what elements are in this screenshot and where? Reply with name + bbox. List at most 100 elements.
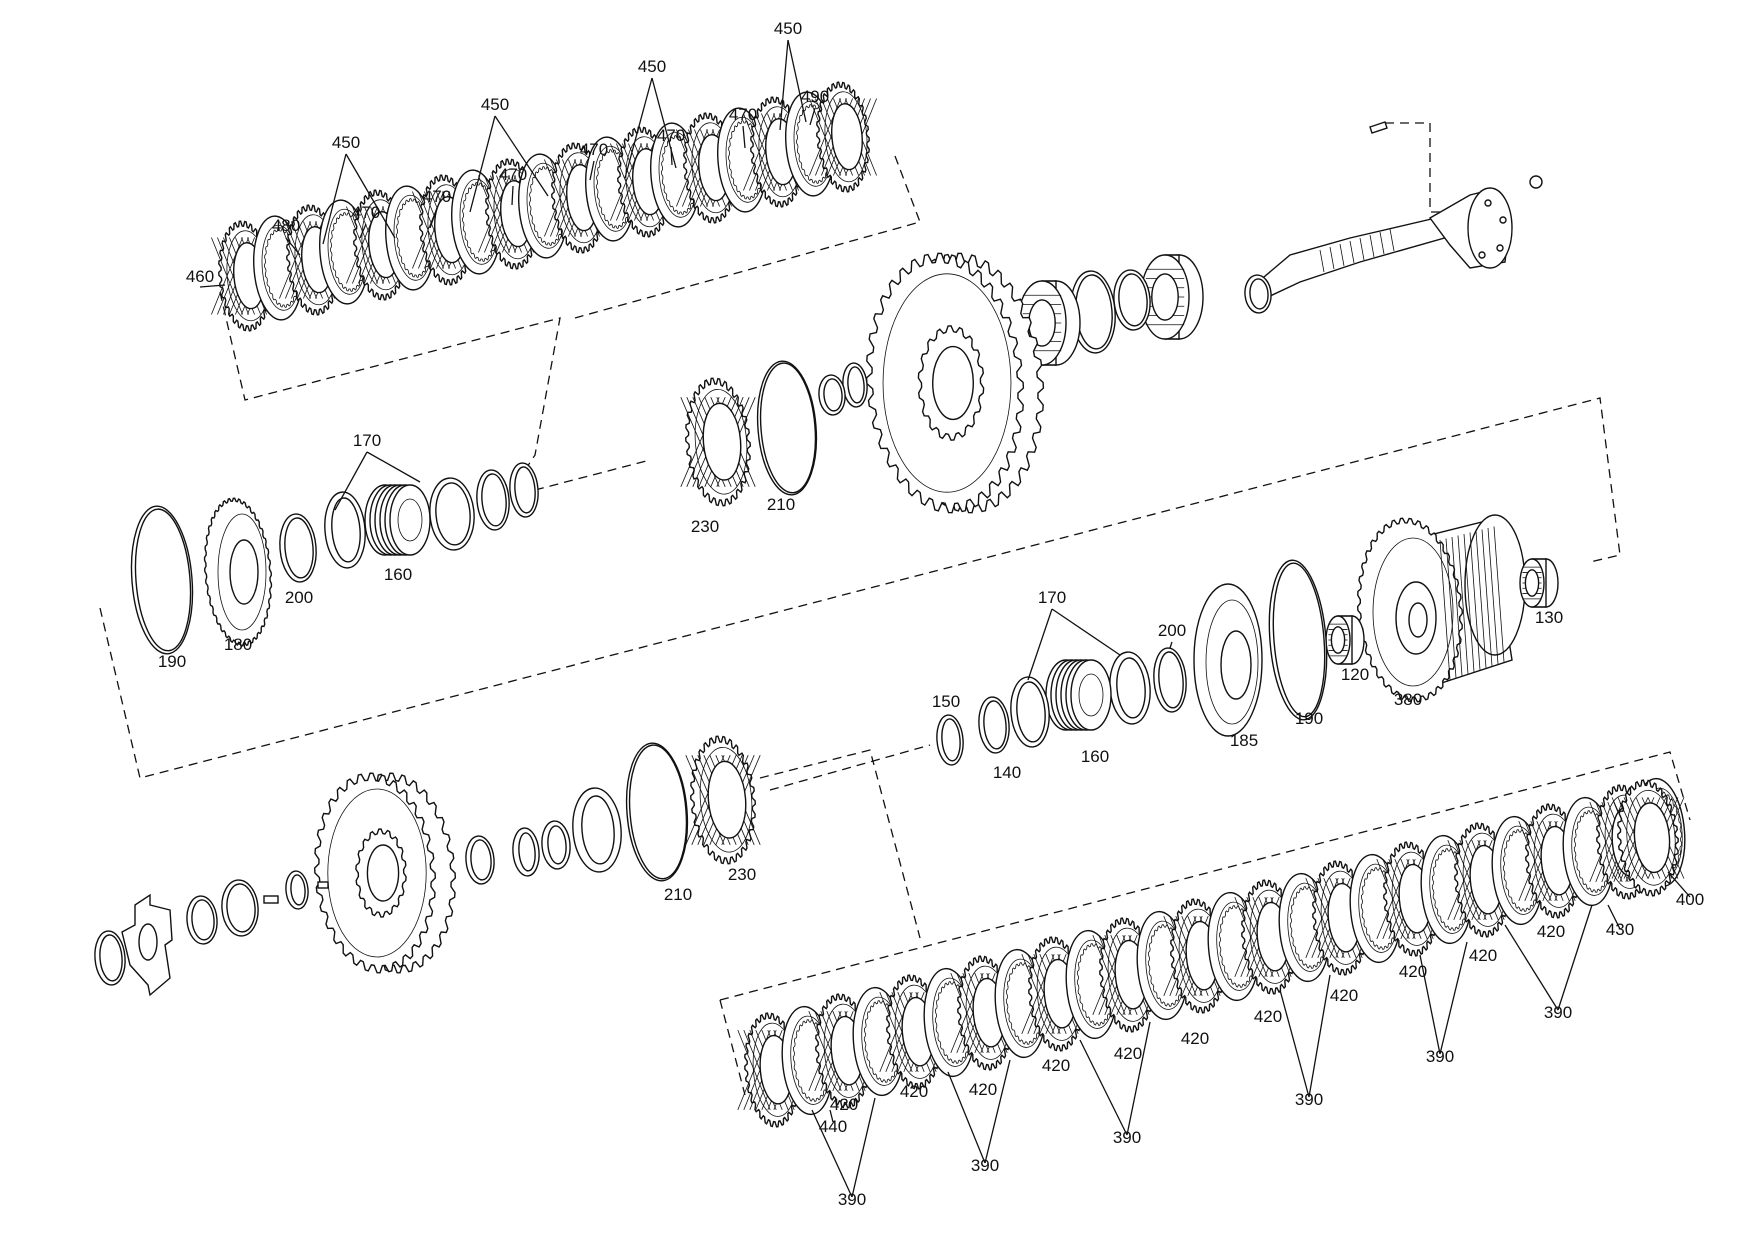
part-label-420: 420: [830, 1095, 858, 1114]
piston-spring-160a: [364, 484, 431, 556]
drum-face: [1372, 537, 1454, 687]
part-label-420: 420: [969, 1080, 997, 1099]
seal-ring-190b: [1268, 559, 1328, 721]
spacer-ring-upper-b-inner: [1118, 273, 1148, 327]
part-label-140: 140: [993, 763, 1021, 782]
washer-lower-b-inner: [191, 899, 215, 941]
thrust-ring-upper: [1070, 270, 1116, 354]
drum-spline: [1481, 529, 1493, 667]
circlip-210-upper-inner: [759, 362, 817, 494]
frame-top-pack-upper: [574, 155, 921, 319]
snap-ring-140-inner: [983, 700, 1007, 750]
part-label-185: 185: [1230, 731, 1258, 750]
seal-ring-190a: [130, 505, 194, 655]
part-label-150: 150: [932, 692, 960, 711]
part-label-420: 420: [1254, 1007, 1282, 1026]
washer-lower-a: [221, 879, 259, 937]
end-plate-230-lower-face: [699, 747, 753, 853]
part-label-120: 120: [1341, 665, 1369, 684]
drum-spline: [1457, 535, 1469, 675]
part-label-390: 390: [1113, 1128, 1141, 1147]
part-label-400: 400: [1676, 890, 1704, 909]
part-label-420: 420: [1042, 1056, 1070, 1075]
snap-ring-shaft: [1244, 274, 1272, 314]
part-label-420: 420: [1114, 1044, 1142, 1063]
top-pack-friction-disc-18-bore: [831, 103, 863, 171]
part-label-450: 450: [638, 57, 666, 76]
washer-lower-a-inner: [226, 883, 256, 933]
spring-retainer-170a: [324, 491, 366, 569]
part-label-230: 230: [728, 865, 756, 884]
part-label-420: 420: [1330, 986, 1358, 1005]
frame-bottom-pack: [719, 751, 1691, 1001]
assembly-boundary-lines: [99, 122, 1691, 1096]
leader-line: [1308, 974, 1331, 1098]
leader-line: [1419, 954, 1441, 1055]
part-label-420: 420: [1537, 922, 1565, 941]
shaft-spline: [1319, 249, 1325, 273]
part-label-420: 420: [1399, 962, 1427, 981]
piston-spring-160a-bore: [397, 498, 423, 542]
thrust-washer-lower-b: [512, 827, 540, 877]
spacer-lower-inner: [470, 839, 492, 881]
driven-gear-upper: [865, 252, 1045, 514]
part-label-190: 190: [1295, 709, 1323, 728]
leader-line: [779, 39, 789, 131]
part-label-480: 480: [272, 216, 300, 235]
flange-bolt-hole: [1496, 244, 1504, 252]
shaft-spline: [1369, 234, 1375, 258]
driven-gear-upper-bore: [932, 345, 974, 421]
snap-ring-mid-b-inner: [481, 473, 507, 527]
snap-ring-lower-inner: [290, 874, 306, 906]
part-label-450: 450: [332, 133, 360, 152]
leader-line: [742, 125, 746, 149]
driven-gear-upper-rim: [882, 273, 1012, 493]
top-pack-steel-plate-1-inner-teeth: [264, 228, 300, 308]
leader-lines: [199, 39, 1691, 1198]
drum-spline: [1451, 536, 1463, 677]
needle-bearing-120-bore: [1330, 626, 1346, 654]
part-label-420: 420: [1469, 946, 1497, 965]
seal-ring-190b-inner: [1272, 562, 1326, 718]
part-label-470: 470: [423, 187, 451, 206]
top-pack-steel-plate-3-inner-teeth: [330, 212, 366, 292]
piston-spring-160b-coil: [1070, 659, 1112, 731]
part-label-130: 130: [1535, 608, 1563, 627]
leader-line: [829, 1109, 834, 1123]
shaft-spline: [1379, 231, 1385, 255]
part-label-170: 170: [353, 431, 381, 450]
top-pack-steel-plate-5-inner-teeth: [396, 198, 432, 278]
part-label-430: 430: [1606, 920, 1634, 939]
piston-spring-160a-coil: [389, 484, 431, 556]
end-plate-230-upper-bore: [702, 402, 742, 481]
needle-bearing-130-bore: [1524, 569, 1540, 597]
frame-bottom-pack-left: [719, 999, 746, 1096]
washer-lower-b: [186, 895, 218, 945]
spring-retainer-170b: [1109, 651, 1151, 725]
needle-bearing-130: [1519, 558, 1559, 608]
drum-spline: [1439, 539, 1451, 681]
snap-ring-200a-inner: [284, 517, 314, 579]
drum-spline: [1493, 526, 1505, 663]
frame-bottom-link: [759, 749, 921, 939]
end-plate-230-lower-bore: [707, 760, 747, 839]
part-label-470: 470: [499, 165, 527, 184]
leader-line: [1079, 1039, 1128, 1136]
set-screw: [1369, 121, 1388, 134]
end-plate-400: [1611, 779, 1685, 897]
part-label-380: 380: [1394, 690, 1422, 709]
leader-line: [429, 207, 438, 229]
end-plate-230-lower: [685, 735, 761, 865]
snap-ring-200b: [1153, 647, 1187, 713]
needle-bearing-upper-b-bore: [1151, 273, 1179, 321]
leader-line: [469, 115, 496, 213]
top-pack-steel-plate-11-inner-teeth: [596, 149, 632, 229]
shaft-spline: [1359, 237, 1365, 261]
shaft-body: [1257, 216, 1457, 298]
piston-seal-170b-inner: [1016, 681, 1046, 743]
retaining-ring-upper: [818, 374, 846, 416]
thrust-washer-lower-a-inner: [547, 825, 567, 865]
washer-lower-c: [94, 930, 126, 986]
